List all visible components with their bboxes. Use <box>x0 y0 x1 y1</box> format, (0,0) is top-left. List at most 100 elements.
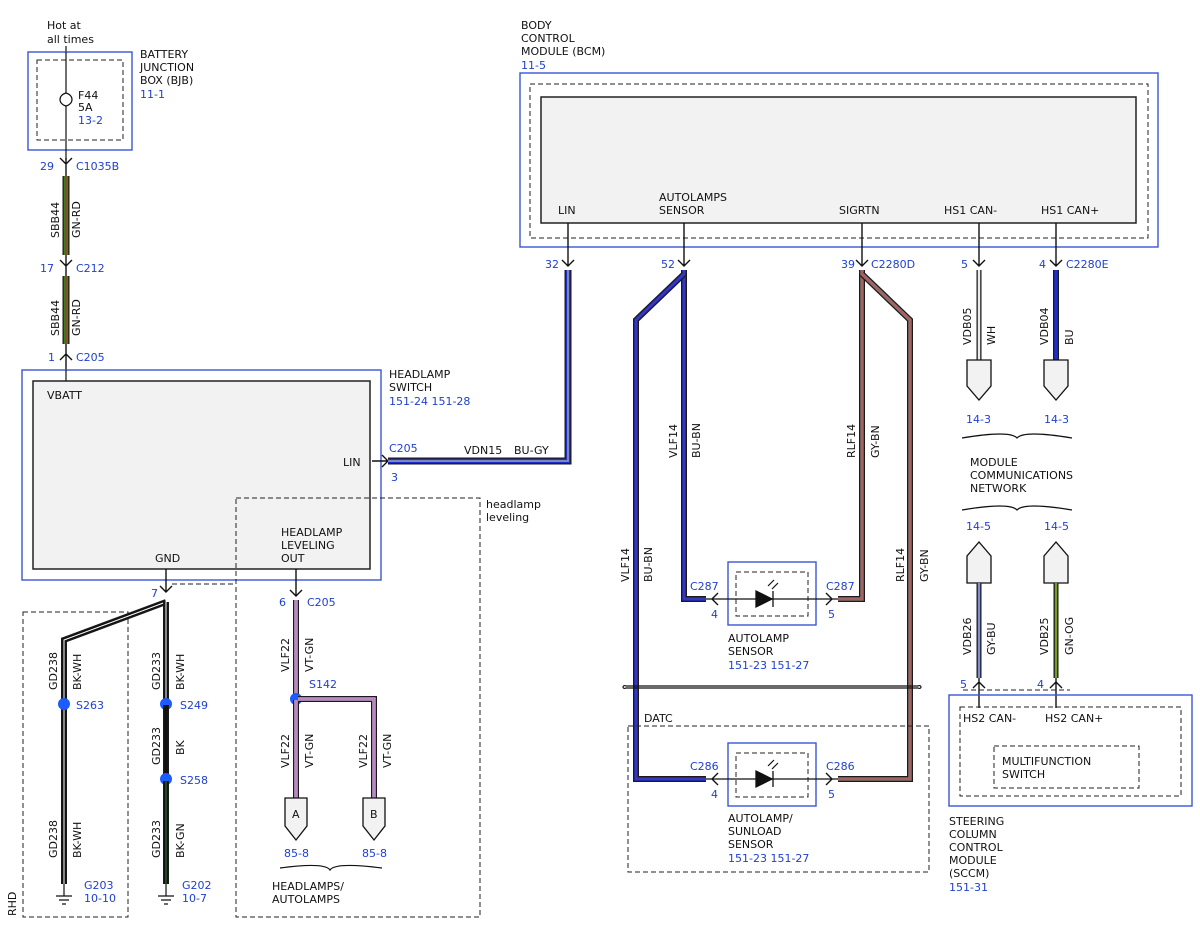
output-b-ref: 85-8 <box>362 847 387 860</box>
sccm-outline <box>948 694 1193 807</box>
gd233-a-circuit: GD233 <box>150 652 163 690</box>
vlf14-outer-circuit: VLF14 <box>619 548 632 582</box>
body-control-module: BODY CONTROL MODULE (BCM) 11-5 LIN AUTOL… <box>519 19 1159 248</box>
harness-break-line <box>622 685 922 689</box>
vdb04-circuit: VDB04 <box>1038 307 1051 345</box>
bcm-pin-hs1-plus: HS1 CAN+ <box>1041 204 1099 217</box>
sun-refs: 151-23 151-27 <box>728 852 809 865</box>
bcm-outline <box>519 72 1159 248</box>
bcm-pin-39: 39 <box>841 258 855 271</box>
sbb44-lower-color: GN-RD <box>70 299 83 336</box>
vdb25-ref: 14-5 <box>1044 520 1069 533</box>
sbb44-upper-color: GN-RD <box>70 201 83 238</box>
gnd-connector-icon <box>159 569 173 593</box>
mfs-name-1: MULTIFUNCTION <box>1002 755 1091 768</box>
splice-s263-icon <box>58 698 70 710</box>
headlamp-switch: VBATT LIN GND HEADLAMP LEVELING OUT HEAD… <box>21 368 470 581</box>
gd238-a-circuit: GD238 <box>47 652 60 690</box>
c286-pin-4: 4 <box>711 788 718 801</box>
c1035b-pin: 29 <box>40 160 54 173</box>
hs2-plus-label: HS2 CAN+ <box>1045 712 1103 725</box>
bcm-pin-4: 4 <box>1039 258 1046 271</box>
bcm-pin-5-connector-icon <box>972 223 986 267</box>
vdb05-ref: 14-3 <box>966 413 991 426</box>
gd233-c-color: BK-GN <box>174 823 187 858</box>
wire-vlf14-outer <box>633 271 706 782</box>
headlamps-2: AUTOLAMPS <box>272 893 340 906</box>
gd233-b-circuit: GD233 <box>150 727 163 765</box>
battery-junction-box: Hot at all times F44 5A 13-2 BATTERY JUN… <box>27 19 194 151</box>
bcm-pin-4-connector-icon <box>1049 223 1063 267</box>
connector-c205-top-icon <box>59 344 73 370</box>
vlf22-a-circuit: VLF22 <box>279 638 292 672</box>
mcn-3: NETWORK <box>970 482 1027 495</box>
output-a-letter: A <box>292 808 300 821</box>
bcm-name-1: BODY <box>521 19 552 32</box>
vdb05-circuit: VDB05 <box>961 307 974 345</box>
c205-lin-pin: 3 <box>391 471 398 484</box>
c286-left-connector-icon <box>711 772 719 786</box>
s263-label: S263 <box>76 699 104 712</box>
bcm-pin-52: 52 <box>661 258 675 271</box>
sun-name-3: SENSOR <box>728 838 774 851</box>
bcm-pin-39-connector-icon <box>855 223 869 267</box>
bcm-pin-5: 5 <box>961 258 968 271</box>
wire-stripe-color <box>63 601 167 703</box>
s249-label: S249 <box>180 699 208 712</box>
vdb05-terminal-icon <box>966 359 992 401</box>
sccm-name-4: MODULE <box>949 854 997 867</box>
wire-base-color <box>388 270 571 464</box>
headlamp-leveling-1: headlamp <box>486 498 541 511</box>
sccm-pin-4: 4 <box>1037 678 1044 691</box>
vdb26-circuit: VDB26 <box>961 617 974 655</box>
vdb04-color: BU <box>1063 329 1076 345</box>
sccm-pin-5: 5 <box>960 678 967 691</box>
connector-c1035b-icon <box>59 157 73 176</box>
bjb-name-2: JUNCTION <box>139 61 194 74</box>
wire-stripe-color <box>298 698 375 798</box>
sun-name-2: SUNLOAD <box>728 825 781 838</box>
vlf14-outer-color: BU-BN <box>642 547 655 582</box>
vdn15-circuit: VDN15 <box>464 444 502 457</box>
vlf22-b-circuit: VLF22 <box>279 734 292 768</box>
bcm-name-2: CONTROL <box>521 32 576 45</box>
vdb26-ref: 14-5 <box>966 520 991 533</box>
bcm-ref: 11-5 <box>521 59 546 72</box>
bcm-body <box>540 96 1137 224</box>
mcn-brace-top <box>961 433 1073 439</box>
ground-g203-icon <box>56 884 72 905</box>
hs-name-1: HEADLAMP <box>389 368 451 381</box>
sunload-photodiode-icon <box>755 769 774 789</box>
sunload-sensor-body <box>735 752 809 798</box>
wire-stripe-color <box>838 270 863 600</box>
rlf14-outer-circuit: RLF14 <box>894 548 907 582</box>
sccm-name-2: COLUMN <box>949 828 997 841</box>
vlf22-c-circuit: VLF22 <box>357 734 370 768</box>
g203-name: G203 <box>84 879 114 892</box>
sccm-name-1: STEERING <box>949 815 1004 828</box>
wire-base-color <box>634 272 706 781</box>
photodiode-icon <box>755 589 774 609</box>
rlf14-inner-circuit: RLF14 <box>845 424 858 458</box>
g203-ref: 10-10 <box>84 892 116 905</box>
c205-lev-connector-icon <box>289 569 303 597</box>
wire-stripe-color <box>838 273 911 780</box>
s258-label: S258 <box>180 774 208 787</box>
vdb26-terminal-icon <box>966 541 992 584</box>
sccm-name-3: CONTROL <box>949 841 1004 854</box>
bcm-pin-52-connector-icon <box>677 223 691 267</box>
c286-right: C286 <box>826 760 855 773</box>
mcn-1: MODULE <box>970 456 1018 469</box>
g202-ref: 10-7 <box>182 892 207 905</box>
vdb04-ref: 14-3 <box>1044 413 1069 426</box>
connector-c212-icon <box>59 255 73 276</box>
bcm-pin-autolamps-1: AUTOLAMPS <box>659 191 727 204</box>
c205-lev-pin: 6 <box>279 596 286 609</box>
c2280e-name: C2280E <box>1066 258 1109 271</box>
vbatt-label: VBATT <box>47 389 82 402</box>
wire-rlf14-inner <box>838 270 865 602</box>
headlamps-brace <box>279 864 383 872</box>
vlf22-c-color: VT-GN <box>381 734 394 768</box>
bjb-name-3: BOX (BJB) <box>140 74 193 87</box>
